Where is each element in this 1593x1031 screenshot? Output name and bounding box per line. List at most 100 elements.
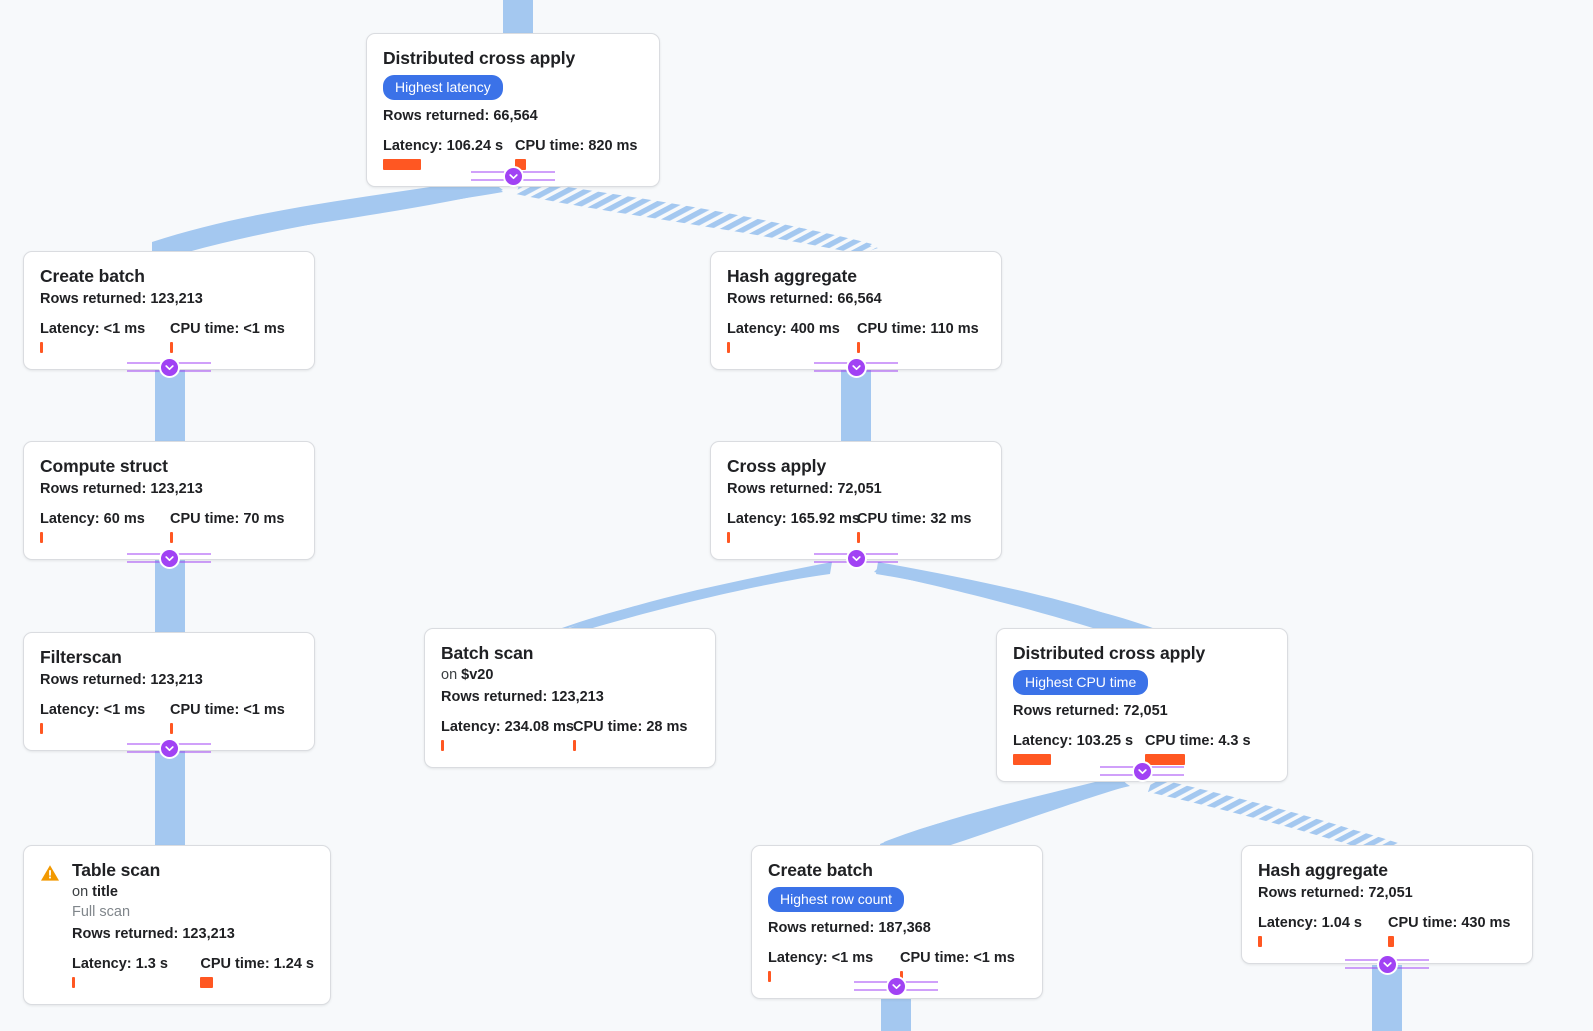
latency-metric: Latency: 400 ms <box>727 321 857 353</box>
rows-returned: Rows returned: 72,051 <box>1013 703 1168 719</box>
rows-returned: Rows returned: 66,564 <box>383 108 538 124</box>
rows-returned: Rows returned: 123,213 <box>40 672 203 688</box>
cpu-label: CPU time: 110 ms <box>857 321 979 337</box>
metrics: Latency: 165.92 ms CPU time: 32 ms <box>727 511 985 543</box>
node-title: Batch scan <box>441 643 534 663</box>
latency-bar <box>727 532 730 543</box>
node-title: Distributed cross apply <box>383 48 576 68</box>
latency-bar <box>40 723 43 734</box>
metrics: Latency: 234.08 ms CPU time: 28 ms <box>441 719 699 751</box>
cpu-metric: CPU time: <1 ms <box>170 702 285 734</box>
cpu-label: CPU time: 32 ms <box>857 511 972 527</box>
latency-label: Latency: <1 ms <box>40 702 146 718</box>
rows-returned: Rows returned: 72,051 <box>727 481 882 497</box>
node-hash-aggregate-upper[interactable]: Hash aggregate Rows returned: 66,564 Lat… <box>710 251 1002 370</box>
latency-label: Latency: 60 ms <box>40 511 145 527</box>
collapse-handle-root[interactable] <box>471 165 555 187</box>
latency-metric: Latency: <1 ms <box>40 702 170 734</box>
cpu-label: CPU time: 820 ms <box>515 138 638 154</box>
rows-returned: Rows returned: 123,213 <box>72 926 235 942</box>
node-create-batch-left[interactable]: Create batch Rows returned: 123,213 Late… <box>23 251 315 370</box>
metrics: Latency: 106.24 s CPU time: 820 ms <box>383 138 643 170</box>
chevron-down-icon[interactable] <box>158 737 180 759</box>
cpu-label: CPU time: 430 ms <box>1388 915 1511 931</box>
metrics: Latency: 1.04 s CPU time: 430 ms <box>1258 915 1516 947</box>
cpu-metric: CPU time: 430 ms <box>1388 915 1511 947</box>
node-target-text: on title <box>72 884 118 900</box>
node-title: Cross apply <box>727 456 827 476</box>
cpu-bar <box>170 723 173 734</box>
node-title: Create batch <box>768 860 873 880</box>
node-batch-scan[interactable]: Batch scan on $v20 Rows returned: 123,21… <box>424 628 716 768</box>
node-target: on $v20 <box>441 667 494 683</box>
metrics: Latency: 400 ms CPU time: 110 ms <box>727 321 985 353</box>
chevron-down-icon[interactable] <box>845 356 867 378</box>
latency-label: Latency: <1 ms <box>768 950 874 966</box>
latency-label: Latency: 234.08 ms <box>441 719 574 735</box>
chevron-down-icon[interactable] <box>885 975 907 997</box>
latency-metric: Latency: 106.24 s <box>383 138 515 170</box>
rows-returned: Rows returned: 66,564 <box>727 291 882 307</box>
node-distributed-cross-apply-lower[interactable]: Distributed cross apply Highest CPU time… <box>996 628 1288 782</box>
latency-bar <box>768 971 771 982</box>
chevron-down-icon[interactable] <box>158 547 180 569</box>
latency-bar <box>40 342 43 353</box>
node-title: Hash aggregate <box>727 266 857 286</box>
latency-label: Latency: 400 ms <box>727 321 840 337</box>
rows-returned: Rows returned: 72,051 <box>1258 885 1413 901</box>
node-table-scan[interactable]: Table scan on title Full scan Rows retur… <box>23 845 331 1005</box>
cpu-bar <box>515 159 526 170</box>
latency-bar <box>40 532 43 543</box>
latency-metric: Latency: <1 ms <box>40 321 170 353</box>
cpu-bar <box>200 977 214 988</box>
node-cross-apply[interactable]: Cross apply Rows returned: 72,051 Latenc… <box>710 441 1002 560</box>
latency-bar <box>72 977 75 988</box>
cpu-metric: CPU time: 70 ms <box>170 511 284 543</box>
latency-metric: Latency: 60 ms <box>40 511 170 543</box>
collapse-handle-distributed-cross-apply-lower[interactable] <box>1100 760 1184 782</box>
cpu-label: CPU time: 28 ms <box>573 719 688 735</box>
chevron-down-icon[interactable] <box>1131 760 1153 782</box>
cpu-bar <box>857 532 860 543</box>
collapse-handle-filterscan[interactable] <box>127 737 211 759</box>
collapse-handle-cross-apply[interactable] <box>814 547 898 569</box>
latency-metric: Latency: 1.3 s <box>72 956 200 988</box>
cpu-bar <box>573 740 576 751</box>
chevron-down-icon[interactable] <box>845 547 867 569</box>
cpu-metric: CPU time: 110 ms <box>857 321 979 353</box>
latency-metric: Latency: 1.04 s <box>1258 915 1388 947</box>
cpu-bar <box>1388 936 1394 947</box>
node-hash-aggregate-lower[interactable]: Hash aggregate Rows returned: 72,051 Lat… <box>1241 845 1533 964</box>
cpu-metric: CPU time: 32 ms <box>857 511 971 543</box>
collapse-handle-compute-struct[interactable] <box>127 547 211 569</box>
rows-returned: Rows returned: 123,213 <box>40 481 203 497</box>
metrics: Latency: 1.3 s CPU time: 1.24 s <box>72 956 314 988</box>
collapse-handle-hash-aggregate-upper[interactable] <box>814 356 898 378</box>
chevron-down-icon[interactable] <box>158 356 180 378</box>
node-filterscan[interactable]: Filterscan Rows returned: 123,213 Latenc… <box>23 632 315 751</box>
node-title: Filterscan <box>40 647 122 667</box>
latency-metric: Latency: 165.92 ms <box>727 511 860 543</box>
latency-bar <box>441 740 444 751</box>
node-title: Compute struct <box>40 456 168 476</box>
collapse-handle-create-batch-highest-rows[interactable] <box>854 975 938 997</box>
node-distributed-cross-apply-root[interactable]: Distributed cross apply Highest latency … <box>366 33 660 187</box>
collapse-handle-create-batch-left[interactable] <box>127 356 211 378</box>
node-compute-struct[interactable]: Compute struct Rows returned: 123,213 La… <box>23 441 315 560</box>
cpu-bar <box>170 532 173 543</box>
chevron-down-icon[interactable] <box>502 165 524 187</box>
latency-bar <box>1258 936 1262 947</box>
node-title: Hash aggregate <box>1258 860 1388 880</box>
latency-label: Latency: 165.92 ms <box>727 511 860 527</box>
cpu-metric: CPU time: 4.3 s <box>1145 733 1251 765</box>
status-badge: Highest latency <box>383 75 503 100</box>
chevron-down-icon[interactable] <box>1376 953 1398 975</box>
cpu-bar <box>170 342 173 353</box>
latency-label: Latency: 1.04 s <box>1258 915 1362 931</box>
latency-metric: Latency: 234.08 ms <box>441 719 574 751</box>
node-create-batch-highest-rows[interactable]: Create batch Highest row count Rows retu… <box>751 845 1043 999</box>
collapse-handle-hash-aggregate-lower[interactable] <box>1345 953 1429 975</box>
status-badge: Highest row count <box>768 887 905 912</box>
